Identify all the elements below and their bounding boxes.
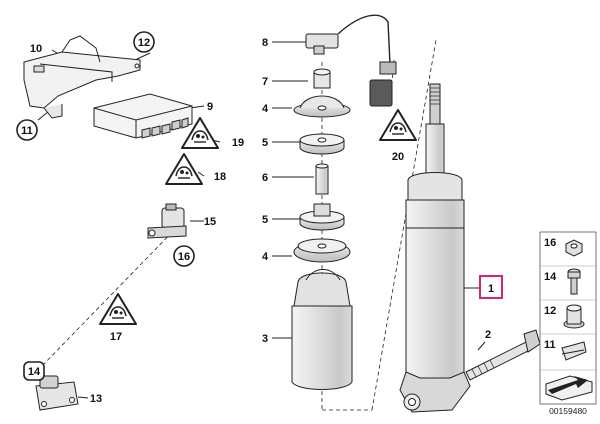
arrow-reference-icon xyxy=(545,375,593,401)
callout-label: 16 xyxy=(178,251,190,263)
warning-triangle-icon xyxy=(165,153,203,185)
callout-2: 2 xyxy=(485,329,491,341)
callout-label: 7 xyxy=(262,76,268,88)
callout-5-lower: 5 xyxy=(262,214,268,226)
callout-label: 5 xyxy=(262,137,268,149)
height-sensor-part xyxy=(147,203,187,239)
hex-nut-icon xyxy=(565,239,583,257)
callout-label: 12 xyxy=(138,37,150,49)
warning-triangle-icon xyxy=(99,293,137,325)
callout-label: 3 xyxy=(262,333,268,345)
callout-label: 19 xyxy=(232,137,244,149)
callout-20: 20 xyxy=(392,151,404,163)
leader-lines xyxy=(37,39,486,411)
callout-6: 6 xyxy=(262,172,268,184)
callout-8: 8 xyxy=(262,37,268,49)
clip-icon xyxy=(561,341,587,361)
bracket-part xyxy=(23,35,141,119)
collar-nut-icon xyxy=(563,304,585,329)
sensor-cable-part xyxy=(305,14,397,107)
legend-label: 11 xyxy=(544,339,556,351)
callout-label: 14 xyxy=(28,366,41,378)
callout-label: 13 xyxy=(90,393,102,405)
catalog-number: 00159480 xyxy=(549,406,587,416)
callout-19: 19 xyxy=(232,137,244,149)
callout-13: 13 xyxy=(90,393,102,405)
callout-18: 18 xyxy=(214,171,226,183)
callout-9: 9 xyxy=(207,101,213,113)
legend-label: 12 xyxy=(544,305,556,317)
bolt-icon xyxy=(567,268,581,295)
callout-7: 7 xyxy=(262,76,268,88)
callout-label: 2 xyxy=(485,329,491,341)
callout-4: 4 xyxy=(262,103,269,115)
callout-label: 6 xyxy=(262,172,268,184)
level-sensor-part xyxy=(35,375,79,411)
callout-12: 12 xyxy=(133,31,155,53)
callout-1: 1 xyxy=(479,275,503,299)
callout-label: 10 xyxy=(30,43,42,55)
callout-label: 4 xyxy=(262,251,269,263)
callout-label: 1 xyxy=(488,283,494,295)
strut-mount-stack xyxy=(291,68,353,390)
callout-17: 17 xyxy=(110,331,122,343)
callout-15: 15 xyxy=(204,216,216,228)
legend-label: 16 xyxy=(544,237,556,249)
callout-label: 5 xyxy=(262,214,268,226)
hardware-legend xyxy=(539,231,597,405)
legend-label: 14 xyxy=(544,271,557,283)
callout-4-lower: 4 xyxy=(262,251,269,263)
bolt-part xyxy=(465,329,541,381)
callout-label: 4 xyxy=(262,103,269,115)
callout-label: 20 xyxy=(392,151,404,163)
callout-16: 16 xyxy=(173,245,195,267)
callout-label: 11 xyxy=(21,125,33,137)
highlight-box xyxy=(479,275,503,299)
callout-label: 17 xyxy=(110,331,122,343)
shock-absorber-part xyxy=(399,83,471,413)
callout-label: 9 xyxy=(207,101,213,113)
warning-triangle-icon xyxy=(379,109,417,141)
callout-14: 14 xyxy=(23,361,45,381)
control-unit-part xyxy=(93,93,193,139)
callout-label: 15 xyxy=(204,216,216,228)
callout-5: 5 xyxy=(262,137,268,149)
callout-label: 8 xyxy=(262,37,268,49)
callout-3: 3 xyxy=(262,333,268,345)
callout-label: 18 xyxy=(214,171,226,183)
callout-10: 10 xyxy=(30,43,42,55)
callout-11: 11 xyxy=(16,119,38,141)
